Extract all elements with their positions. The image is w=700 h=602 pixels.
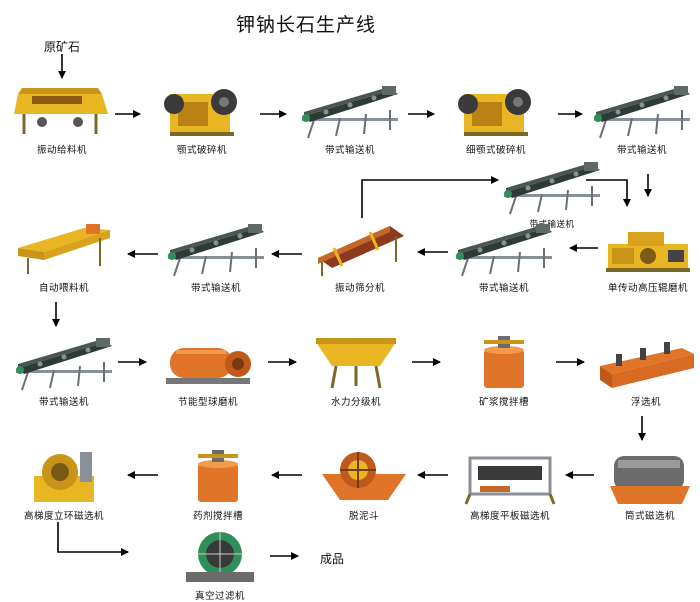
flotation-machine-icon: [596, 332, 696, 392]
flat-plate-magnetic-separator-icon: [460, 446, 560, 506]
arrow-21-22: [57, 522, 129, 556]
equipment-label: 带式输送机: [324, 145, 375, 156]
equipment-label: 浮选机: [630, 397, 661, 408]
ball-mill-icon: [158, 332, 258, 392]
equipment-label: 节能型球磨机: [177, 397, 238, 408]
equipment-label: 高梯度平板磁选机: [469, 511, 550, 522]
jaw-crusher-icon: [152, 80, 252, 140]
hydraulic-classifier-icon: [306, 332, 406, 392]
vacuum-filter-icon: [170, 526, 270, 586]
equipment-label: 细颚式破碎机: [465, 145, 526, 156]
equipment-label: 带式输送机: [190, 283, 241, 294]
vibrating-screen-icon: [310, 218, 410, 278]
fine-jaw-crusher-icon: [446, 80, 546, 140]
equipment-label: 振动筛分机: [334, 283, 385, 294]
reagent-agitator-icon: [168, 446, 268, 506]
equipment-label: 真空过滤机: [194, 591, 245, 602]
vibrating-feeder-icon: [12, 80, 112, 140]
equipment-label: 单传动高压辊磨机: [607, 283, 688, 294]
equipment-label: 带式输送机: [616, 145, 667, 156]
equipment-label: 药剂搅拌槽: [192, 511, 243, 522]
equipment-label: 筒式磁选机: [624, 511, 675, 522]
equipment-label: 水力分级机: [330, 397, 381, 408]
hpgr-roller-mill-icon: [598, 218, 698, 278]
belt-conveyor-icon: [166, 218, 266, 278]
drum-magnetic-separator-icon: [600, 446, 700, 506]
belt-conveyor-icon: [14, 332, 114, 392]
product-label: 成品: [320, 552, 345, 566]
belt-conveyor-icon: [454, 218, 554, 278]
desliming-bucket-icon: [314, 446, 414, 506]
equipment-label: 自动喂料机: [38, 283, 89, 294]
equipment-label: 高梯度立环磁选机: [23, 511, 104, 522]
belt-conveyor-icon: [300, 80, 400, 140]
equipment-label: 脱泥斗: [348, 511, 379, 522]
equipment-label: 颚式破碎机: [176, 145, 227, 156]
arrow-6-7: [586, 179, 631, 207]
equipment-label: 振动给料机: [36, 145, 87, 156]
arrow-9-6: [361, 176, 499, 218]
equipment-label: 带式输送机: [529, 220, 575, 230]
equipment-label: 带式输送机: [38, 397, 89, 408]
vertical-ring-magnetic-separator-icon: [14, 446, 114, 506]
auto-feeder-icon: [14, 218, 114, 278]
diagram-title: 钾钠长石生产线: [236, 14, 377, 36]
equipment-label: 带式输送机: [478, 283, 529, 294]
slurry-agitator-icon: [454, 332, 554, 392]
belt-conveyor-icon: [592, 80, 692, 140]
raw-ore-label: 原矿石: [44, 40, 81, 54]
equipment-label: 矿浆搅拌槽: [478, 397, 529, 408]
belt-conveyor-icon: [502, 156, 602, 216]
